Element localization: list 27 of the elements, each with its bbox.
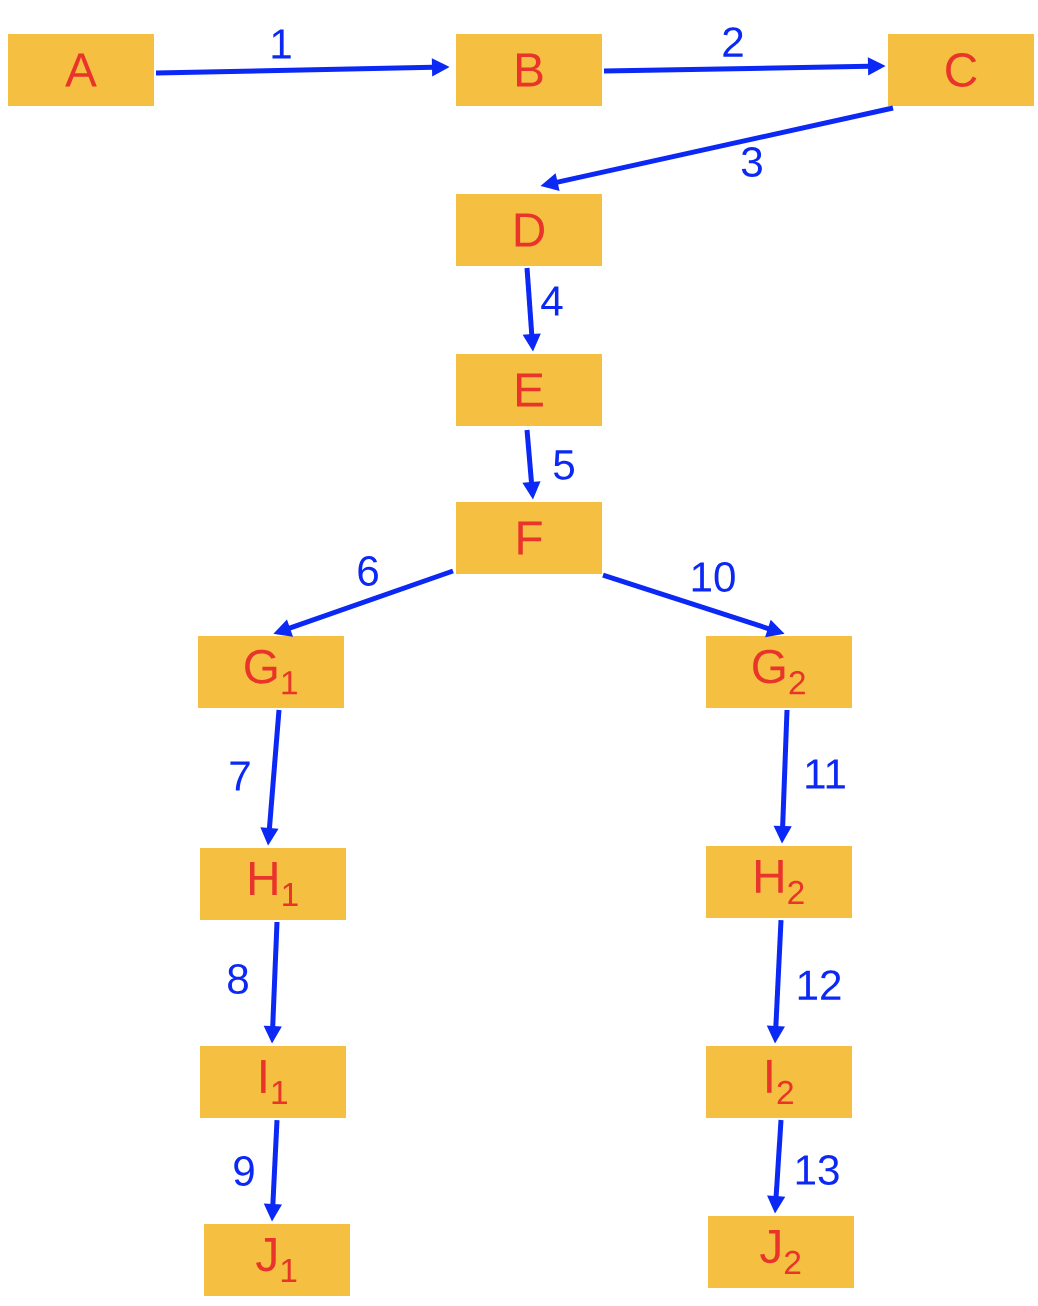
process-box: B: [456, 34, 602, 106]
process-box: D: [456, 194, 602, 266]
edge-label: 6: [358, 556, 378, 586]
process-box: H$_{2}$: [706, 846, 852, 918]
process-box: E: [456, 354, 602, 426]
process-box: J$_{1}$: [204, 1224, 350, 1296]
process-box: I$_{1}$: [200, 1046, 346, 1118]
edge-label: 5: [554, 450, 574, 480]
edge-label: 11: [806, 759, 845, 789]
process-box: C: [888, 34, 1034, 106]
edge-label: 9: [234, 1156, 254, 1186]
edge-label: 3: [741, 147, 762, 177]
process-box: F: [456, 502, 602, 574]
process-box: G$_{1}$: [198, 636, 344, 708]
process-box: J$_{2}$: [708, 1216, 854, 1288]
edge-label: 12: [798, 970, 841, 1000]
edge-label: 13: [796, 1155, 839, 1185]
edge-label: 8: [228, 964, 248, 994]
process-box: I$_{2}$: [706, 1046, 852, 1118]
edge-label: 1: [272, 29, 291, 59]
process-box: H$_{1}$: [200, 848, 346, 920]
process-box: A: [8, 34, 154, 106]
edge-label: 4: [541, 286, 563, 316]
edge-label: 10: [692, 562, 735, 592]
edge-label: 2: [723, 27, 743, 57]
edge-label: 7: [230, 761, 250, 791]
process-box: G$_{2}$: [706, 636, 852, 708]
